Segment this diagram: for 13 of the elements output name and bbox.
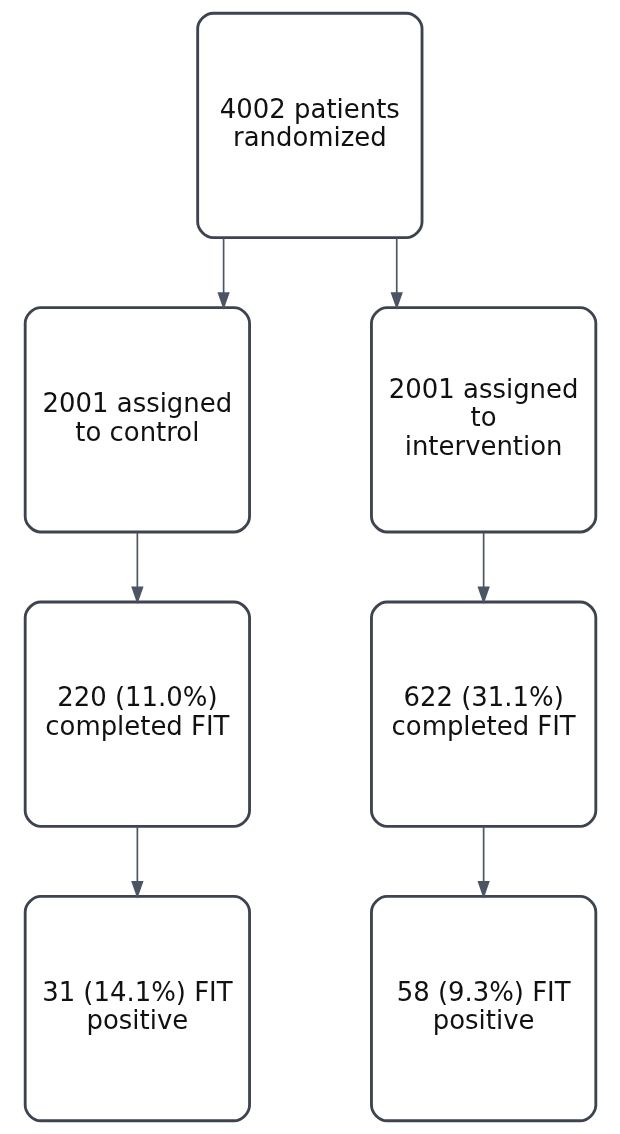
arrow bbox=[390, 237, 403, 310]
node-box: 31 (14.1%) FIT positive bbox=[23, 895, 251, 1123]
node-box: 4002 patients randomized bbox=[195, 11, 423, 239]
node-box: 622 (31.1%) completed FIT bbox=[369, 600, 597, 828]
arrow bbox=[216, 237, 230, 310]
arrow bbox=[130, 825, 144, 899]
arrow bbox=[476, 825, 490, 899]
arrow bbox=[130, 531, 144, 605]
node-box: 220 (11.0%) completed FIT bbox=[23, 600, 251, 828]
arrow bbox=[476, 531, 490, 605]
node-box: 2001 assigned to intervention bbox=[369, 306, 597, 534]
node-box: 58 (9.3%) FIT positive bbox=[369, 895, 597, 1123]
node-box: 2001 assigned to control bbox=[23, 306, 251, 534]
